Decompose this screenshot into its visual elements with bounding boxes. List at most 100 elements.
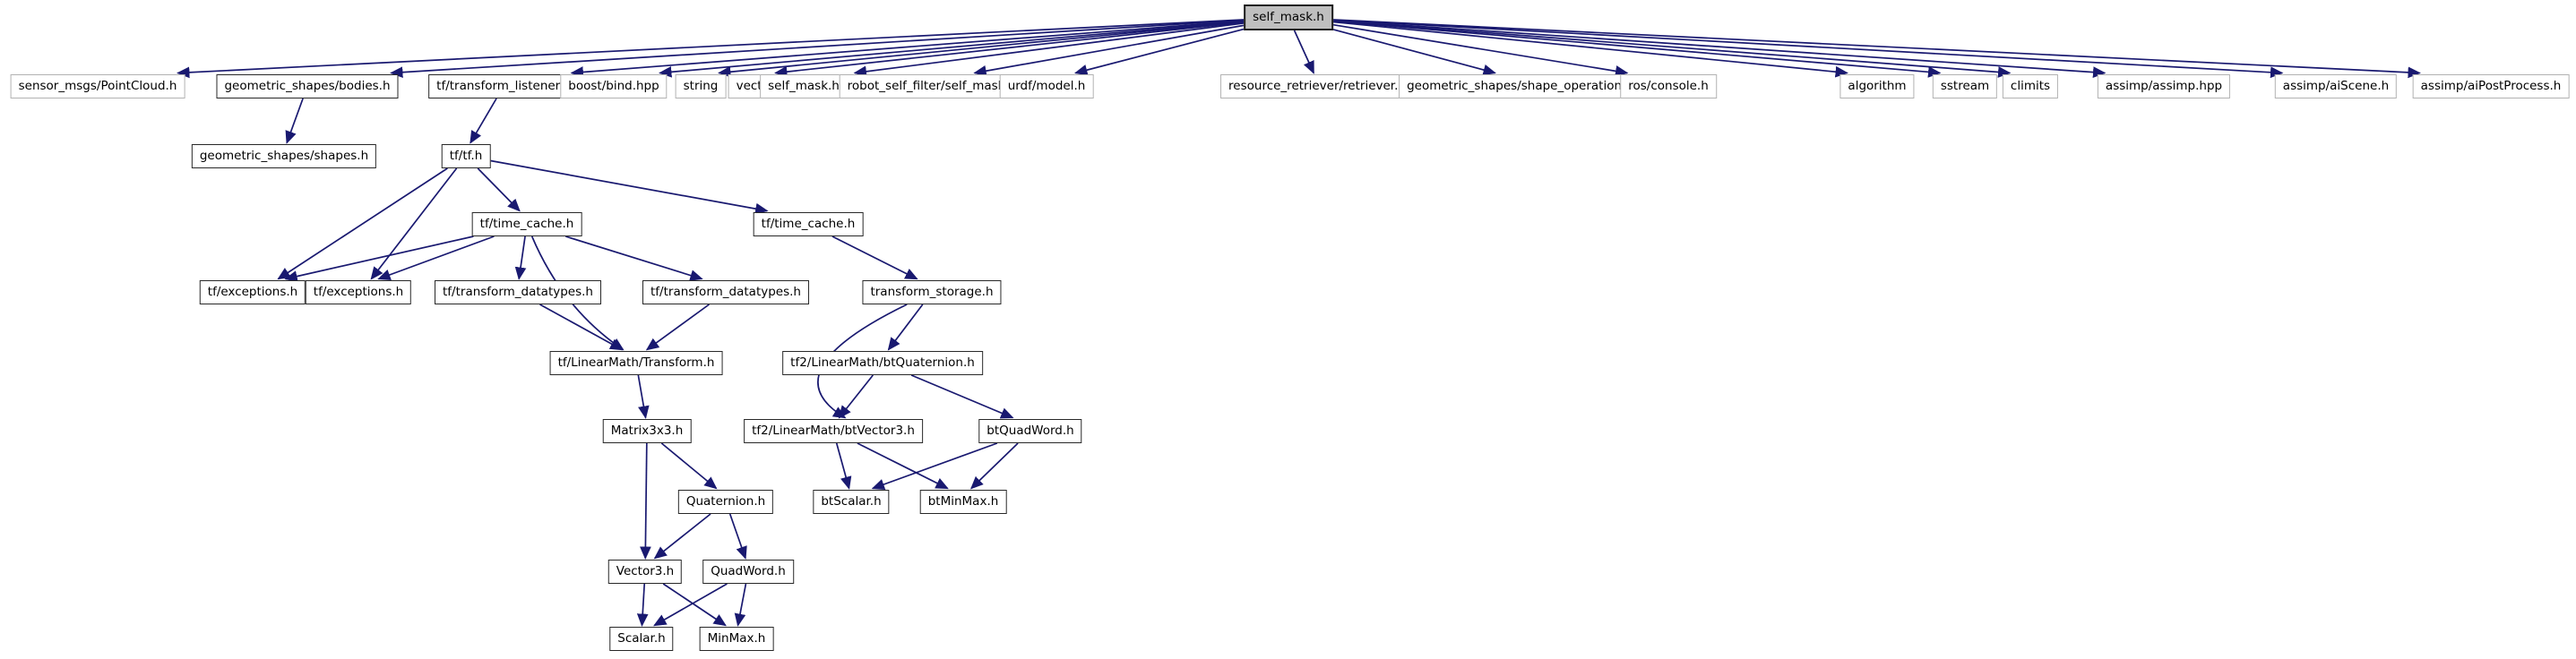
graph-edge-quat-quadword — [728, 513, 747, 560]
graph-node-label: QuadWord.h — [711, 564, 786, 578]
graph-node-label: tf/transform_datatypes.h — [650, 285, 801, 299]
graph-edge-vec3-minmax — [662, 583, 727, 627]
graph-edge-dtypesR-transform — [645, 304, 710, 351]
graph-node-bind[interactable]: boost/bind.hpp — [560, 74, 668, 98]
graph-edge-root-assimphpp — [1332, 20, 2106, 78]
graph-edge-tfh-excR — [370, 167, 458, 280]
graph-edge-root-bodies — [390, 19, 1245, 79]
graph-edge-storage-btquat — [887, 304, 924, 351]
graph-node-label: tf/tf.h — [449, 149, 483, 163]
graph-edge-tcacheR-storage — [831, 235, 918, 280]
graph-edge-root-listener — [570, 20, 1245, 78]
graph-node-shapeops[interactable]: geometric_shapes/shape_operations.h — [1399, 74, 1648, 98]
graph-edge-tcacheL-dtypesL — [514, 235, 527, 280]
graph-node-bodies[interactable]: geometric_shapes/bodies.h — [216, 74, 399, 98]
graph-node-urdf[interactable]: urdf/model.h — [999, 74, 1094, 98]
graph-node-tcacheR[interactable]: tf/time_cache.h — [753, 212, 864, 236]
graph-node-label: assimp/assimp.hpp — [2105, 79, 2223, 93]
graph-node-label: Scalar.h — [617, 631, 666, 646]
graph-edge-root-aiscene — [1332, 19, 2284, 79]
graph-node-minmax[interactable]: MinMax.h — [699, 627, 774, 651]
graph-edge-root-console — [1332, 23, 1629, 77]
graph-node-climits[interactable]: climits — [2002, 74, 2059, 98]
graph-node-label: tf/LinearMath/Transform.h — [557, 355, 715, 370]
graph-node-label: sensor_msgs/PointCloud.h — [18, 79, 177, 93]
graph-node-label: tf/exceptions.h — [207, 285, 298, 299]
graph-node-aiscene[interactable]: assimp/aiScene.h — [2274, 74, 2398, 98]
graph-node-tfh[interactable]: tf/tf.h — [441, 144, 491, 168]
graph-node-quat[interactable]: Quaternion.h — [677, 490, 774, 514]
graph-node-btminmax[interactable]: btMinMax.h — [919, 490, 1007, 514]
graph-node-label: algorithm — [1848, 79, 1907, 93]
graph-node-label: self_mask.h — [1253, 10, 1324, 24]
graph-edge-root-climits — [1332, 20, 2012, 78]
graph-node-label: urdf/model.h — [1007, 79, 1086, 93]
graph-node-label: assimp/aiPostProcess.h — [2420, 79, 2562, 93]
graph-node-btquat[interactable]: tf2/LinearMath/btQuaternion.h — [782, 351, 983, 375]
graph-node-console[interactable]: ros/console.h — [1620, 74, 1717, 98]
graph-edge-root-retriever — [1293, 30, 1314, 74]
graph-edge-btquat-btvec — [838, 374, 874, 419]
graph-node-btvec[interactable]: tf2/LinearMath/btVector3.h — [744, 419, 923, 443]
graph-node-root[interactable]: self_mask.h — [1244, 4, 1333, 30]
graph-edge-tfh-tcacheL — [477, 167, 521, 212]
graph-node-rsfselfmask[interactable]: robot_self_filter/self_mask.h — [839, 74, 1025, 98]
graph-node-label: MinMax.h — [707, 631, 766, 646]
graph-node-retriever[interactable]: resource_retriever/retriever.h — [1220, 74, 1414, 98]
graph-edge-tcacheL-excR — [377, 235, 495, 280]
graph-node-tcacheL[interactable]: tf/time_cache.h — [471, 212, 582, 236]
graph-node-string[interactable]: string — [675, 74, 727, 98]
graph-edge-root-hxx — [853, 22, 1245, 78]
graph-node-label: btScalar.h — [821, 494, 882, 509]
graph-node-quadword[interactable]: QuadWord.h — [702, 560, 794, 584]
graph-node-btscalar[interactable]: btScalar.h — [813, 490, 890, 514]
graph-node-pointcloud[interactable]: sensor_msgs/PointCloud.h — [10, 74, 185, 98]
graph-edge-root-pointcloud — [177, 19, 1245, 79]
graph-node-storage[interactable]: transform_storage.h — [862, 280, 1002, 304]
graph-node-excL[interactable]: tf/exceptions.h — [199, 280, 306, 304]
graph-node-aipostproc[interactable]: assimp/aiPostProcess.h — [2412, 74, 2570, 98]
graph-node-btquad[interactable]: btQuadWord.h — [978, 419, 1082, 443]
graph-node-label: sstream — [1940, 79, 1990, 93]
graph-node-label: tf/exceptions.h — [313, 285, 404, 299]
graph-edge-root-bind — [659, 21, 1245, 78]
graph-node-dtypesR[interactable]: tf/transform_datatypes.h — [642, 280, 809, 304]
graph-edge-root-vector — [774, 21, 1245, 78]
graph-edge-vec3-scalar — [636, 583, 649, 627]
graph-edge-btquad-btscalar — [871, 442, 998, 491]
graph-node-transform[interactable]: tf/LinearMath/Transform.h — [549, 351, 723, 375]
graph-node-assimphpp[interactable]: assimp/assimp.hpp — [2097, 74, 2231, 98]
graph-node-label: geometric_shapes/shapes.h — [199, 149, 369, 163]
graph-node-label: tf2/LinearMath/btQuaternion.h — [790, 355, 975, 370]
graph-edge-matrix-quat — [660, 442, 718, 490]
graph-node-excR[interactable]: tf/exceptions.h — [305, 280, 412, 304]
graph-edge-bodies-shapes — [285, 98, 304, 144]
graph-node-label: tf/transform_datatypes.h — [443, 285, 593, 299]
graph-node-sstream[interactable]: sstream — [1932, 74, 1998, 98]
graph-edge-btquat-btquad — [910, 374, 1014, 419]
graph-node-label: assimp/aiScene.h — [2282, 79, 2390, 93]
graph-node-label: transform_storage.h — [870, 285, 994, 299]
graph-node-shapes[interactable]: geometric_shapes/shapes.h — [191, 144, 377, 168]
graph-edge-listener-tfh — [470, 98, 497, 144]
graph-node-matrix[interactable]: Matrix3x3.h — [602, 419, 692, 443]
graph-node-label: btMinMax.h — [927, 494, 999, 509]
graph-edge-tfh-tcacheR — [490, 159, 769, 215]
graph-node-label: ros/console.h — [1628, 79, 1709, 93]
graph-edge-quat-vec3 — [653, 513, 711, 560]
graph-edge-transform-matrix — [637, 374, 650, 419]
graph-node-vec3[interactable]: Vector3.h — [607, 560, 683, 584]
graph-node-label: Vector3.h — [616, 564, 675, 578]
graph-node-label: tf2/LinearMath/btVector3.h — [752, 424, 915, 438]
graph-node-algorithm[interactable]: algorithm — [1839, 74, 1915, 98]
graph-edge-root-string — [718, 21, 1245, 78]
graph-node-label: string — [683, 79, 719, 93]
graph-node-scalar[interactable]: Scalar.h — [609, 627, 674, 651]
graph-node-label: climits — [2010, 79, 2051, 93]
graph-edge-root-algorithm — [1332, 21, 1848, 78]
graph-edge-btvec-btscalar — [835, 442, 852, 490]
graph-node-label: self_mask.hxx — [768, 79, 854, 93]
graph-node-listener[interactable]: tf/transform_listener.h — [428, 74, 579, 98]
graph-node-dtypesL[interactable]: tf/transform_datatypes.h — [435, 280, 601, 304]
